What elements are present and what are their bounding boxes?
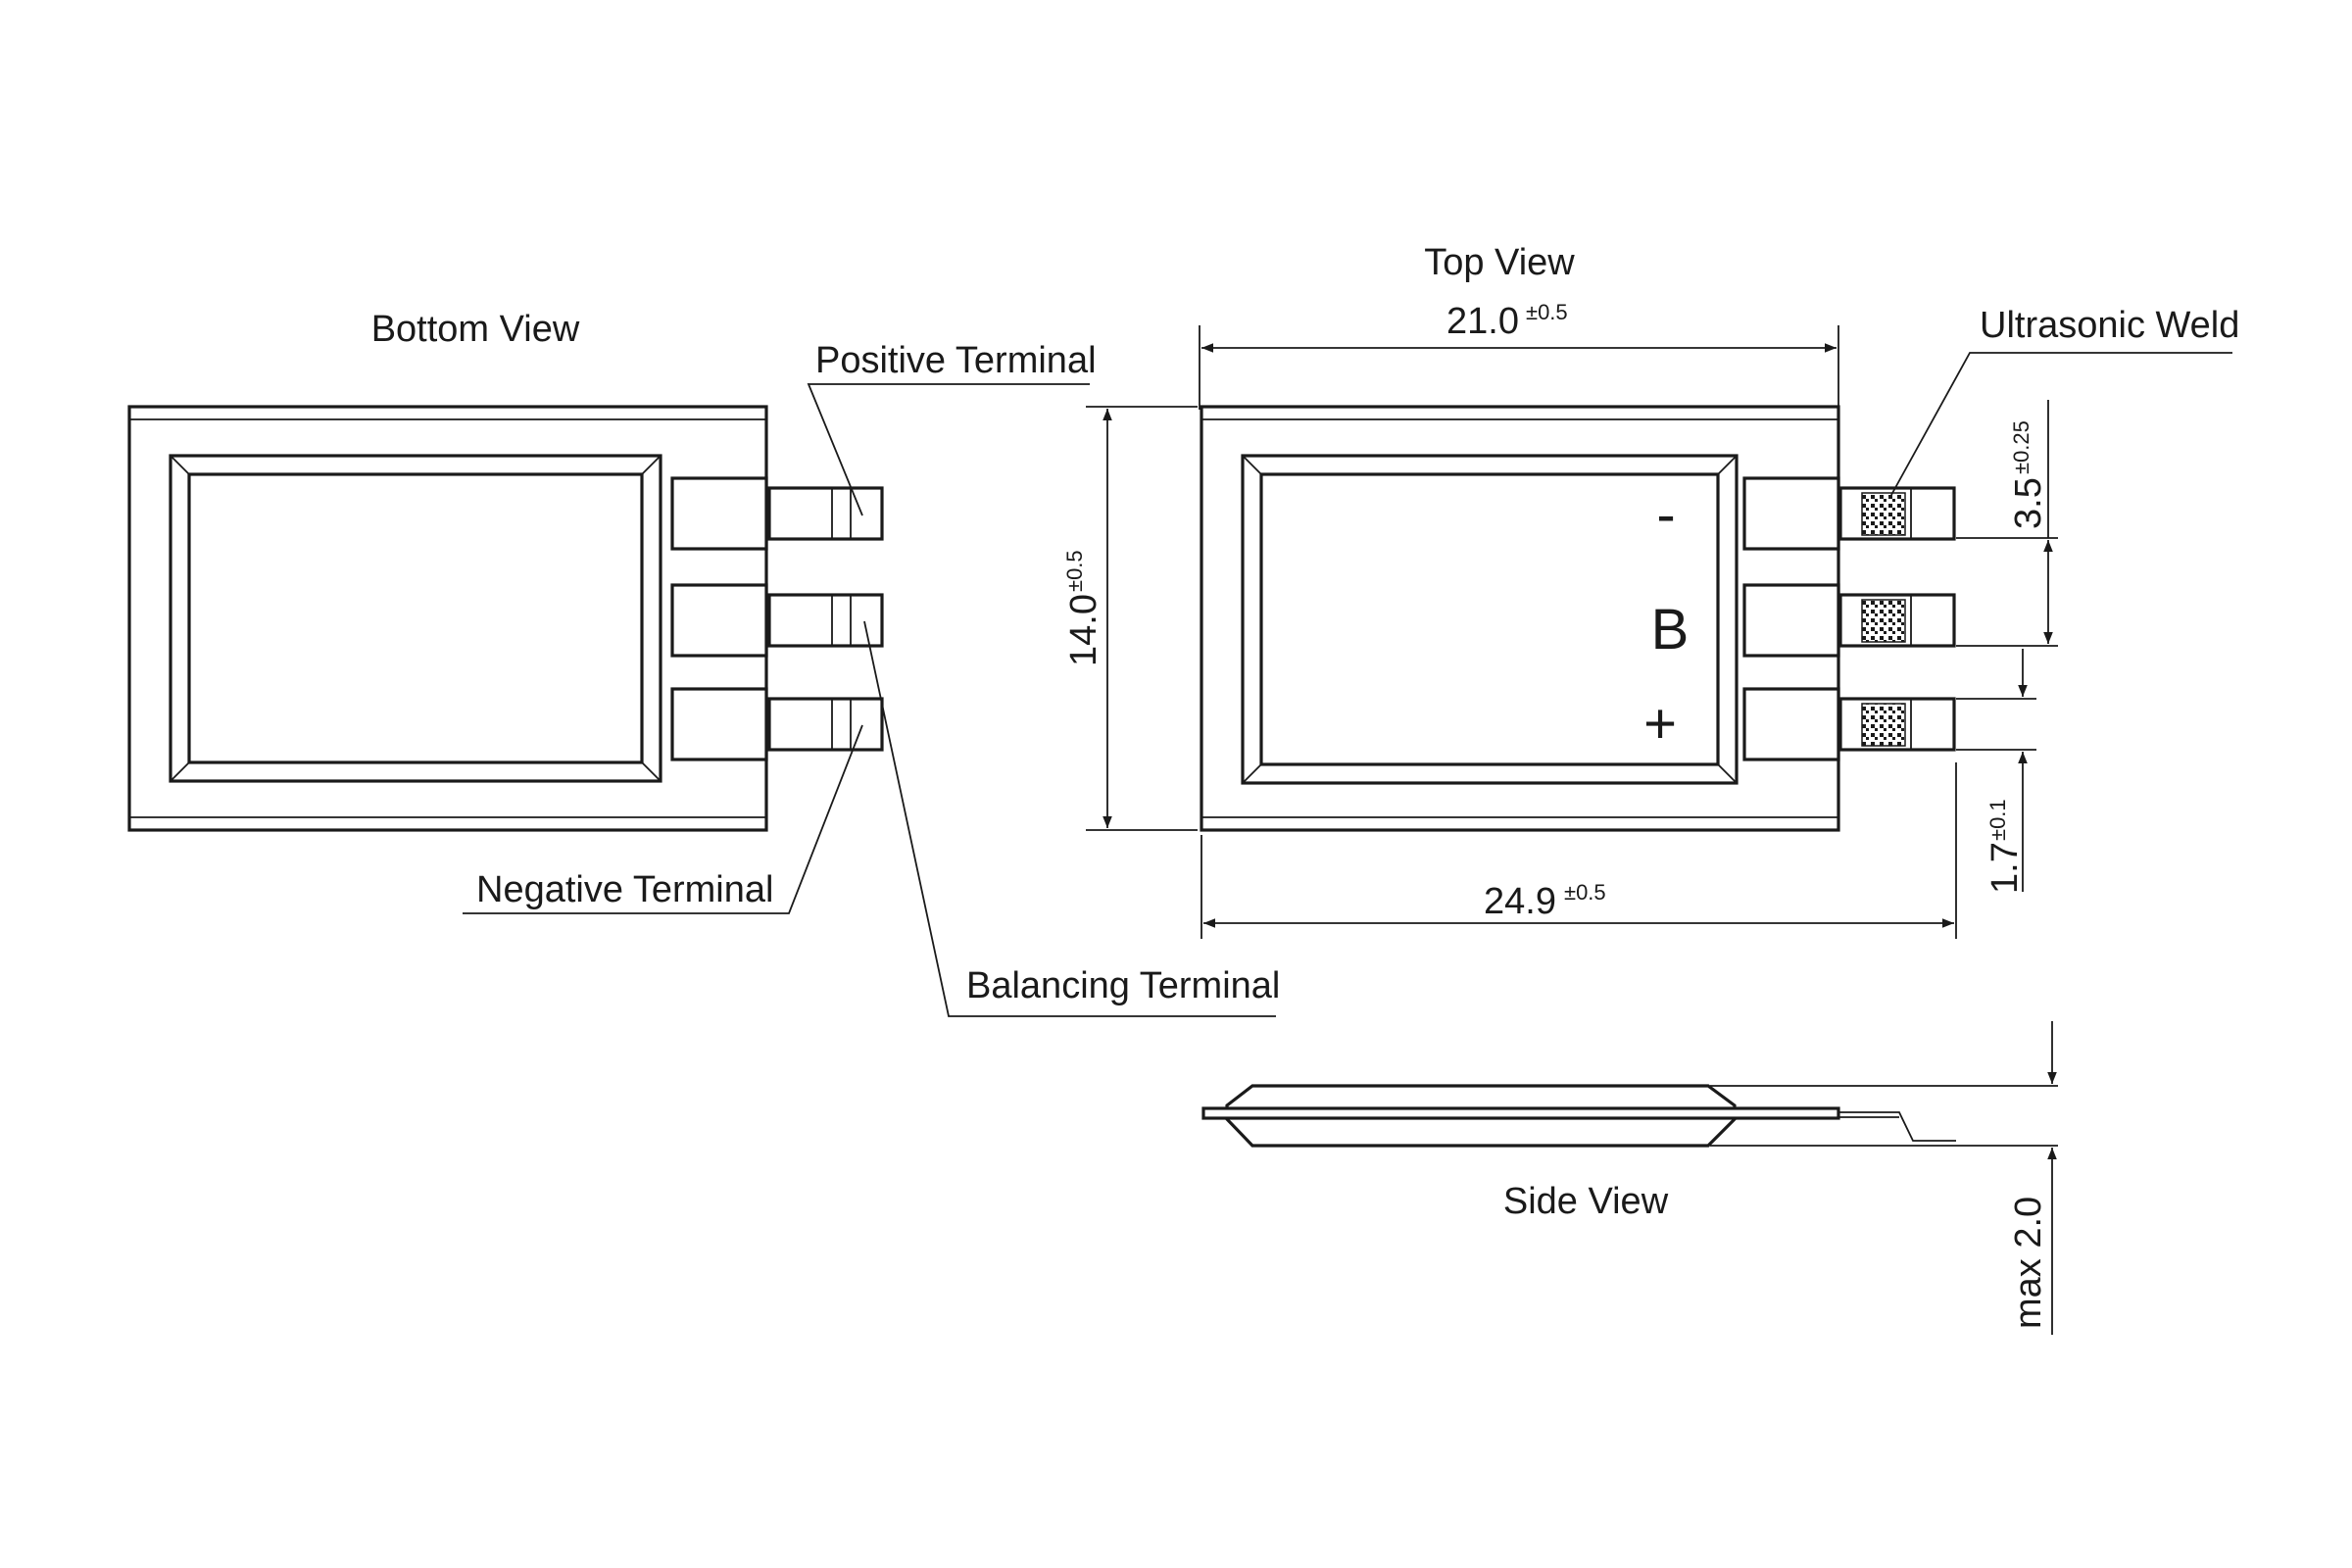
top-pocket-bevel	[1717, 763, 1738, 784]
top-view-title: Top View	[1424, 242, 1575, 283]
bottom-pad-middle	[670, 583, 768, 658]
negative-tab	[767, 697, 884, 752]
width-top-value: 21.0	[1446, 301, 1519, 342]
positive-tab	[767, 486, 884, 541]
height-value: 14.0	[1063, 594, 1104, 666]
top-pocket-bevel	[1242, 763, 1262, 784]
top-pocket-bevel	[1242, 455, 1262, 475]
thickness-value: max 2.0	[2008, 1197, 2049, 1329]
bottom-pocket-bevel	[641, 455, 662, 475]
side-tab-lead	[1838, 1111, 1956, 1142]
balancing-tab	[767, 593, 884, 648]
top-pad-middle	[1742, 583, 1840, 658]
side-view: Side View max 2.0	[1201, 1021, 2058, 1335]
balancing-terminal-label: Balancing Terminal	[966, 965, 1280, 1006]
bottom-pocket-inner	[187, 472, 644, 764]
negative-terminal-leader	[463, 724, 863, 914]
bottom-pocket-bevel	[170, 455, 190, 475]
bottom-view: Bottom View Positive Termi	[127, 309, 1280, 1017]
polarity-balance: B	[1651, 598, 1690, 662]
tab-pitch-value: 3.5	[2008, 477, 2049, 529]
top-view: Top View 21.0 ±0.5 - B +	[1062, 242, 2239, 939]
polarity-plus: +	[1643, 692, 1677, 756]
side-seal-flange	[1201, 1106, 1840, 1120]
height-tolerance: ±0.5	[1062, 550, 1087, 592]
tab-pitch-tolerance: ±0.25	[2009, 420, 2034, 474]
balancing-terminal-leader	[863, 620, 1276, 1017]
width-total-value: 24.9	[1484, 881, 1556, 922]
polarity-minus: -	[1656, 483, 1675, 547]
width-total-tolerance: ±0.5	[1564, 880, 1606, 905]
side-view-title: Side View	[1503, 1181, 1669, 1222]
ultrasonic-weld-label: Ultrasonic Weld	[1980, 305, 2239, 346]
bottom-view-title: Bottom View	[371, 309, 580, 350]
tab-width-tolerance: ±0.1	[1985, 799, 2010, 841]
width-top-tolerance: ±0.5	[1526, 300, 1568, 324]
top-terminals	[1742, 476, 1956, 761]
bottom-pocket-bevel	[641, 761, 662, 782]
bottom-pocket-outer	[169, 454, 662, 783]
top-pad-top	[1742, 476, 1840, 551]
top-pad-bottom	[1742, 687, 1840, 761]
tab-width-value: 1.7	[1984, 842, 2026, 894]
top-pocket-inner	[1259, 472, 1720, 766]
weld-spot-bottom	[1861, 703, 1906, 747]
positive-terminal-label: Positive Terminal	[815, 340, 1097, 381]
negative-terminal-label: Negative Terminal	[476, 869, 773, 910]
bottom-pad-top	[670, 476, 768, 551]
weld-spot-middle	[1861, 599, 1906, 643]
ultrasonic-weld-leader	[1890, 352, 2232, 496]
bottom-terminals	[670, 476, 884, 761]
positive-terminal-leader	[807, 383, 1090, 516]
top-pocket-outer	[1241, 454, 1739, 785]
bottom-pocket-bevel	[170, 761, 190, 782]
bottom-pad-bottom	[670, 687, 768, 761]
weld-spot-top	[1861, 492, 1906, 536]
top-pocket-bevel	[1717, 455, 1738, 475]
